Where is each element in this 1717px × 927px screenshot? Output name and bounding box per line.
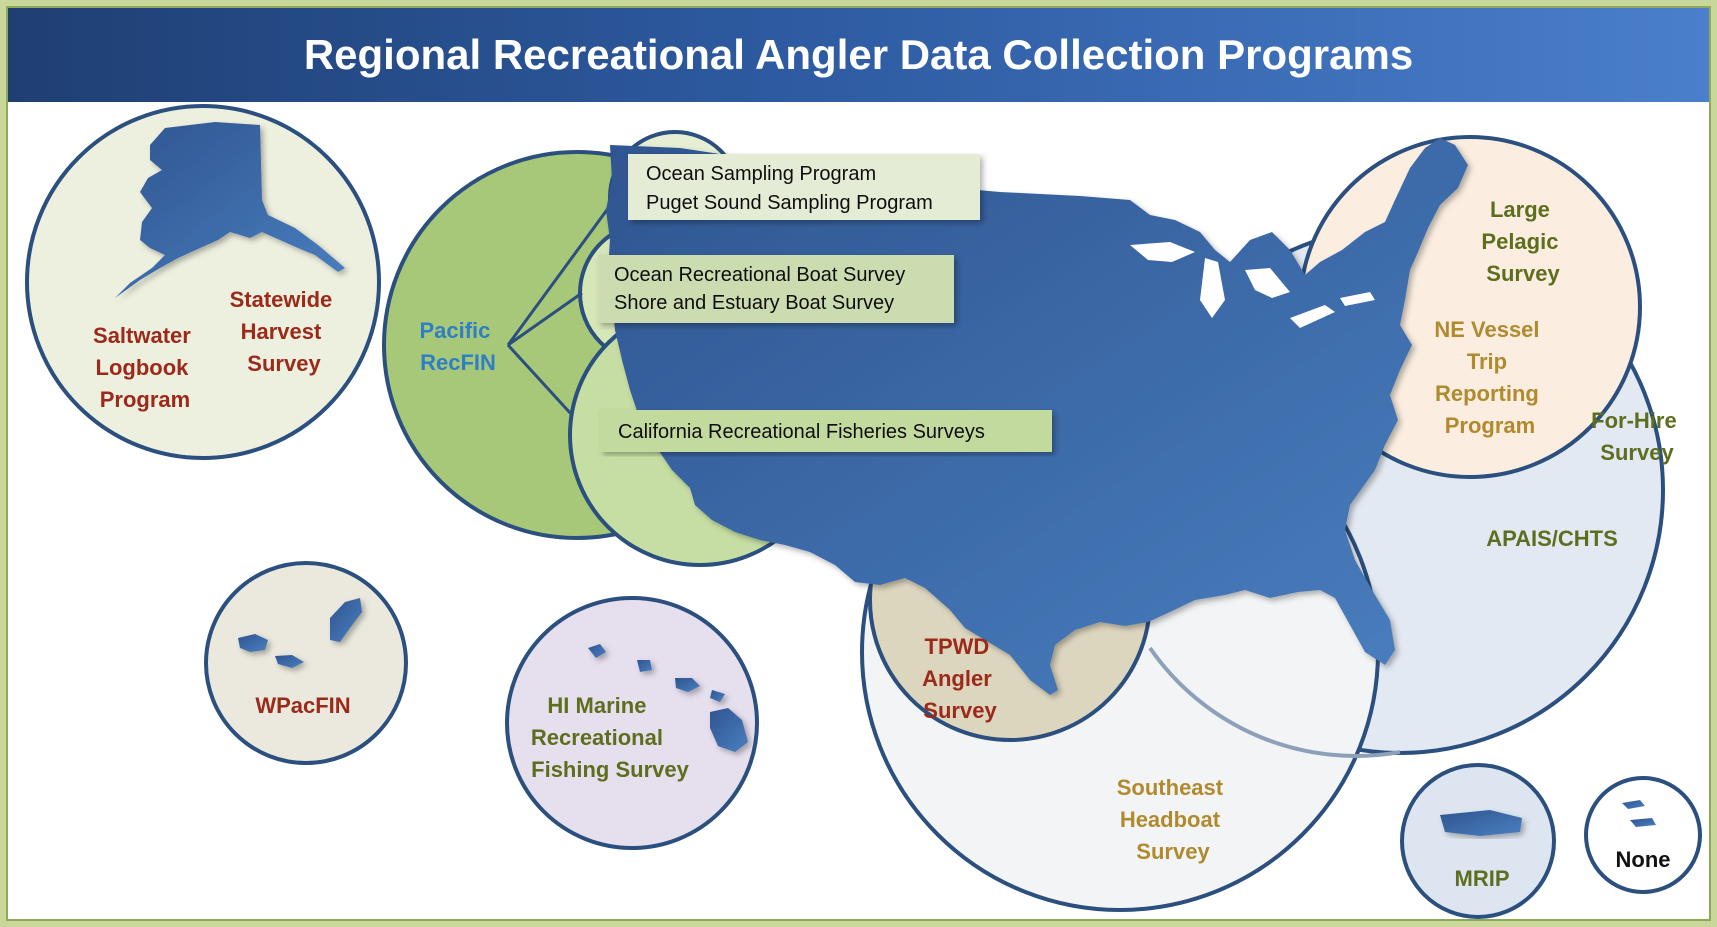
apais-chts-label: APAIS/CHTS [1486, 526, 1618, 551]
hawaii-circle [505, 596, 759, 850]
box-california-programs: California Recreational Fisheries Survey… [600, 410, 1052, 452]
recfin-connector-lines [506, 202, 614, 417]
title-banner: Regional Recreational Angler Data Collec… [8, 8, 1709, 102]
southeast-headboat-label: Southeast Headboat Survey [1117, 775, 1229, 864]
pacific-recfin-label: Pacific RecFIN [419, 318, 496, 375]
mrip-label: MRIP [1455, 866, 1510, 891]
statewide-harvest-label: Statewide Harvest Survey [230, 287, 339, 376]
ne-vessel-trip-label: NE Vessel Trip Reporting Program [1434, 317, 1545, 438]
hawaii-islands-shapes [588, 644, 748, 752]
marianas-shapes [238, 598, 362, 668]
wpacfin-label: WPacFIN [255, 693, 350, 718]
puerto-rico-shape [1440, 810, 1522, 836]
tpwd-angler-label: TPWD Angler Survey [922, 634, 998, 723]
alaska-shape [115, 122, 345, 298]
virgin-islands-shapes [1622, 800, 1656, 827]
large-pelagic-label: Large Pelagic Survey [1481, 197, 1564, 286]
great-lakes [1130, 242, 1375, 328]
svg-text:California Recreational Fisher: California Recreational Fisheries Survey… [618, 421, 985, 443]
southeast-overlap-arc [1148, 646, 1401, 758]
none-label: None [1616, 847, 1671, 872]
wpacfin-circle [204, 561, 408, 765]
alaska-circle [25, 104, 381, 460]
mrip-circle [1400, 763, 1556, 919]
for-hire-survey-label: For-Hire Survey [1591, 408, 1683, 465]
none-circle [1584, 776, 1702, 894]
page-title: Regional Recreational Angler Data Collec… [303, 31, 1414, 78]
saltwater-logbook-label: Saltwater Logbook Program [93, 323, 197, 412]
hi-marine-label: HI Marine Recreational Fishing Survey [531, 693, 690, 782]
